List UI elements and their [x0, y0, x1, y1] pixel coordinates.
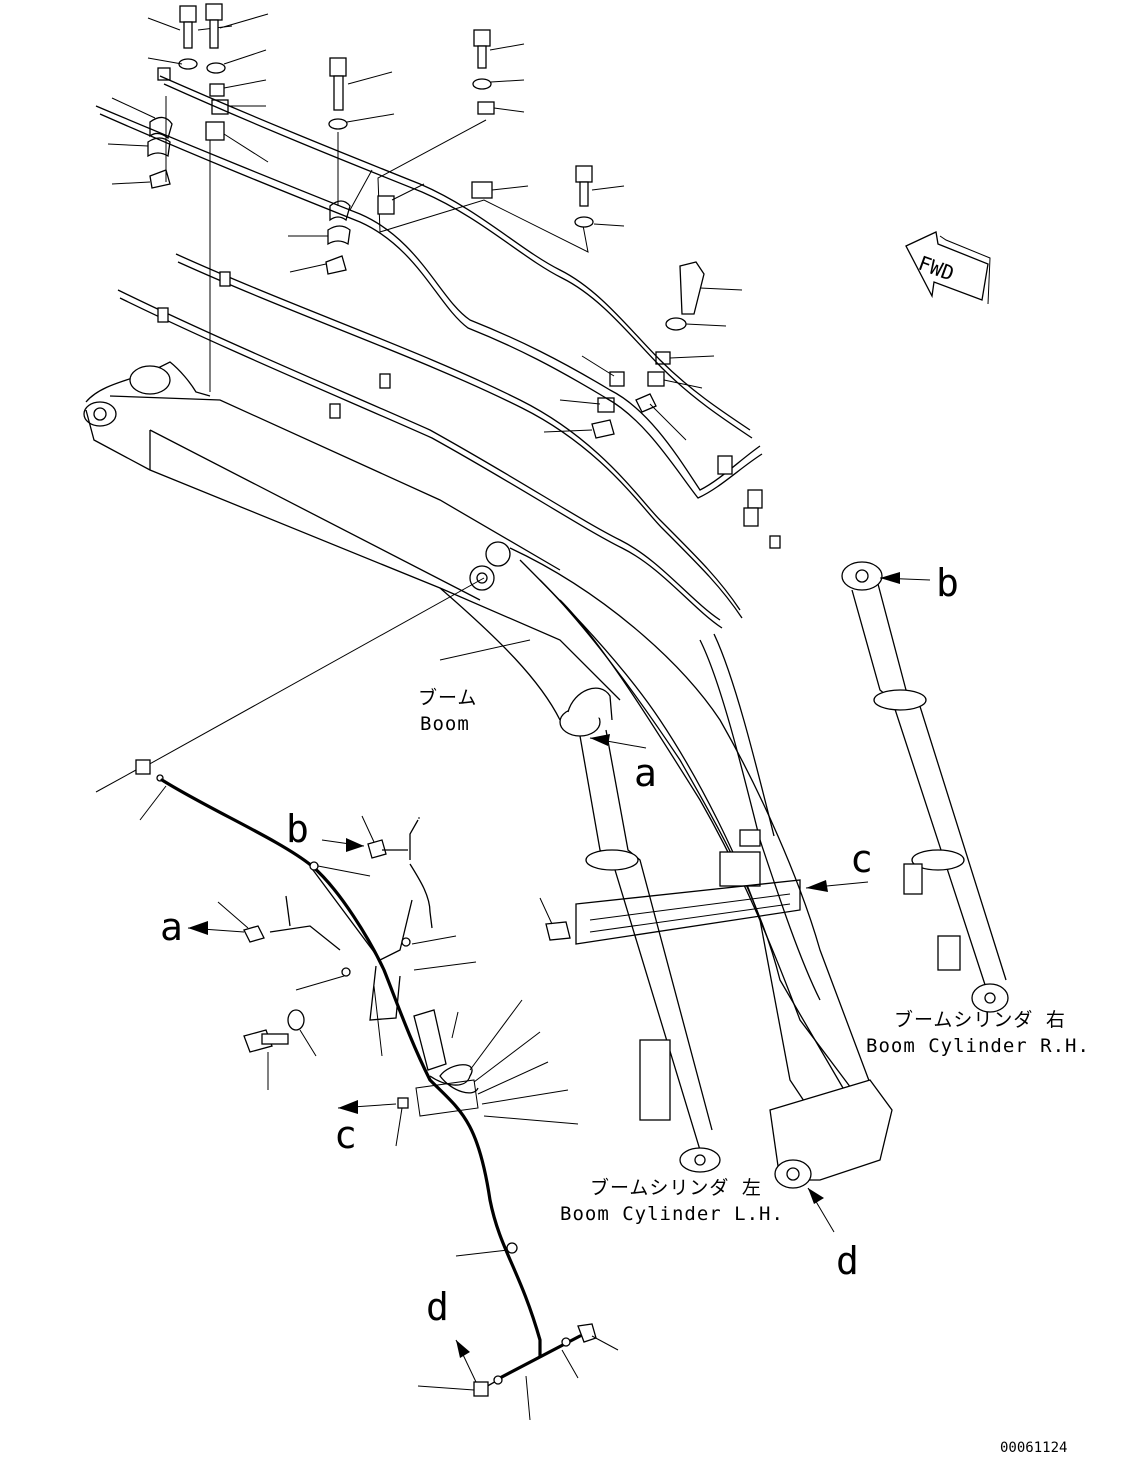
bracket-c-area	[575, 879, 801, 945]
cylinder-rh-label-jp: ブームシリンダ 右	[894, 1008, 1066, 1031]
fwd-arrow-icon: FWD	[905, 231, 991, 305]
boom	[83, 361, 893, 1189]
wiring-harness	[95, 577, 619, 1421]
arrow-a-lower	[187, 921, 245, 935]
callout-d-lower: d	[426, 1285, 449, 1329]
cylinder-lh-label-en: Boom Cylinder L.H.	[560, 1203, 784, 1225]
arrow-d-lower	[455, 1339, 477, 1383]
cylinder-lh-label-jp: ブームシリンダ 左	[590, 1176, 762, 1199]
cylinder-rh-label-en: Boom Cylinder R.H.	[866, 1035, 1090, 1057]
callout-c-lower: c	[334, 1113, 357, 1157]
hydraulic-tubes-upper	[95, 75, 781, 629]
callout-a-lower: a	[160, 905, 183, 949]
far-right-bolt	[574, 165, 625, 228]
left-clamps	[107, 97, 173, 189]
right-top-bolt	[377, 29, 589, 253]
callout-b-top: b	[936, 561, 959, 605]
arrow-b-lower	[321, 838, 365, 852]
boom-label-jp: ブーム	[418, 686, 477, 709]
top-washers	[147, 49, 269, 163]
callout-a-boom: a	[634, 751, 657, 795]
pipe-clamp-bolt	[543, 261, 743, 441]
arrow-d-right	[807, 1187, 835, 1233]
arrow-c-right	[805, 880, 869, 892]
callout-c-right: c	[850, 837, 873, 881]
arrow-c-lower	[337, 1100, 397, 1114]
boom-cylinder-left	[559, 687, 721, 1173]
drawing-number: 00061124	[1000, 1440, 1067, 1456]
mid-bolt	[288, 57, 395, 275]
boom-label-en: Boom	[420, 713, 470, 735]
boom-cylinder-right	[841, 561, 1009, 1013]
top-bolt-2	[205, 3, 269, 49]
arrow-b-top	[879, 572, 931, 584]
callout-b-lower: b	[286, 807, 309, 851]
arrow-a-boom	[589, 734, 647, 749]
callout-d-right: d	[836, 1239, 859, 1283]
